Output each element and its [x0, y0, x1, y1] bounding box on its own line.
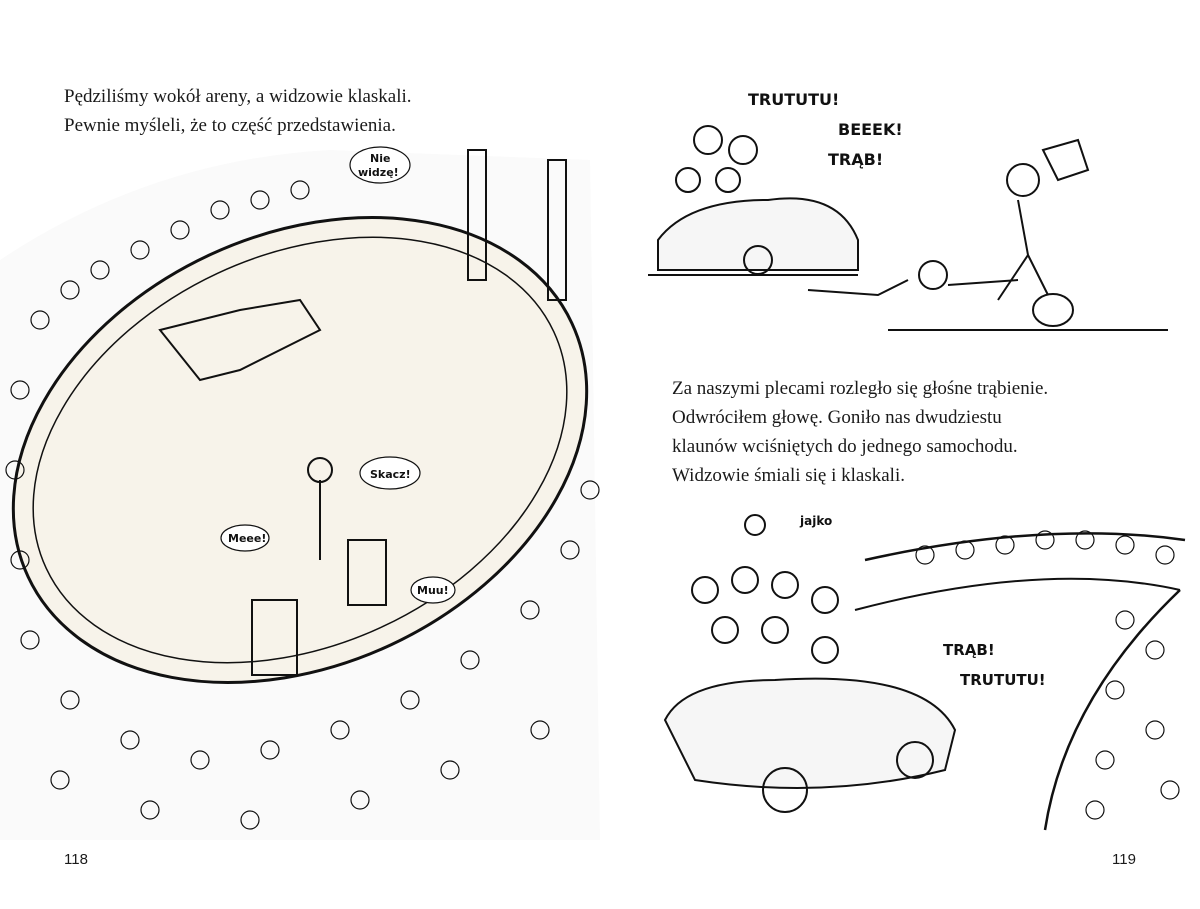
sound-beeek: BEEEK!: [838, 120, 903, 139]
label-jajko: jajko: [799, 514, 832, 528]
page-number-left: 118: [64, 851, 88, 868]
text-line: Odwróciłem głowę. Goniło nas dwudziestu: [672, 407, 1002, 428]
sound-trututu: TRUTUTU!: [748, 90, 839, 109]
text-line: Pędziliśmy wokół areny, a widzowie klask…: [64, 86, 412, 107]
text-line: Pewnie myśleli, że to część przedstawien…: [64, 115, 396, 136]
speech-nie: Nie: [370, 152, 390, 165]
sound-trututu: TRUTUTU!: [960, 671, 1046, 689]
clown-car-chase-illustration: TRUTUTU! BEEEK! TRĄB!: [648, 90, 1168, 331]
arena-illustration: Nie widzę! Skacz! Meee! Muu!: [0, 146, 600, 840]
sound-trab: TRĄB!: [943, 641, 995, 659]
left-paragraph: Pędziliśmy wokół areny, a widzowie klask…: [64, 82, 412, 140]
speech-widze: widzę!: [358, 166, 399, 179]
right-paragraph: Za naszymi plecami rozległo się głośne t…: [672, 374, 1048, 490]
text-line: Za naszymi plecami rozległo się głośne t…: [672, 378, 1049, 399]
sound-trab: TRĄB!: [828, 150, 883, 169]
clown-car-illustration: jajko TRĄB! TRUTUTU!: [663, 514, 1186, 831]
speech-muu: Muu!: [417, 584, 449, 597]
speech-skacz: Skacz!: [370, 468, 411, 481]
page-number-right: 119: [1112, 851, 1136, 868]
text-line: Widzowie śmiali się i klaskali.: [672, 465, 905, 486]
speech-meee: Meee!: [228, 532, 266, 545]
text-line: klaunów wciśniętych do jednego samochodu…: [672, 436, 1018, 457]
